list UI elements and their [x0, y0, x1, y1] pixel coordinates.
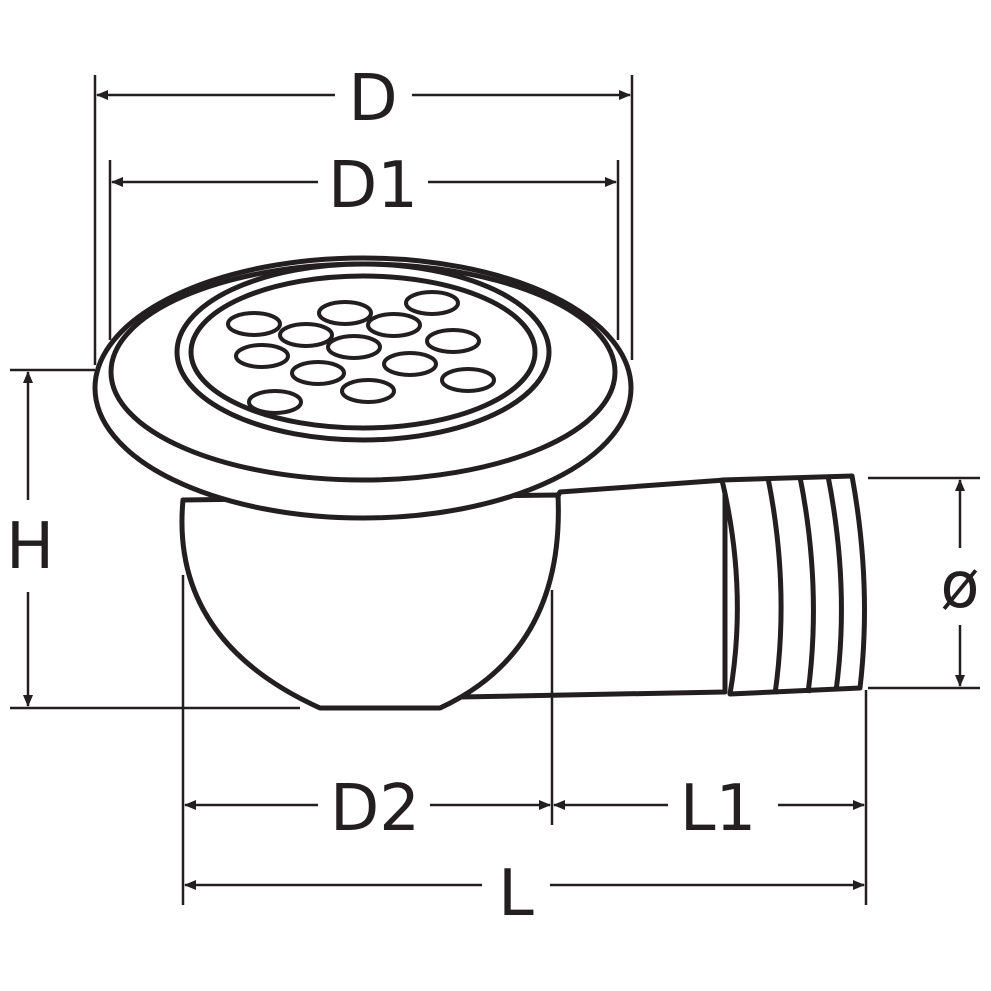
barb-rib-2	[797, 476, 816, 694]
grate-hole	[425, 328, 481, 354]
label-h: H	[6, 510, 54, 584]
label-l: L	[498, 857, 534, 931]
grate-hole	[247, 389, 303, 415]
grate-hole	[382, 351, 438, 377]
label-d2: D2	[330, 772, 420, 846]
grate-hole	[234, 343, 290, 369]
grate-hole	[278, 322, 334, 348]
label-d1: D1	[328, 149, 418, 223]
barb-rib-1	[765, 477, 784, 695]
label-diameter: ø	[940, 549, 979, 623]
grate-holes	[226, 290, 496, 415]
grate-hole	[366, 312, 422, 338]
label-d: D	[348, 62, 397, 136]
grate-hole	[326, 334, 382, 360]
label-l1: L1	[680, 772, 756, 846]
dimension-d: D	[96, 62, 631, 136]
drain-body	[179, 492, 561, 711]
barb-rib-3	[825, 475, 844, 692]
grate-hole	[440, 367, 496, 393]
drain-fitting	[92, 255, 867, 711]
dimension-l: L	[184, 857, 865, 931]
dimension-d2: D2	[184, 772, 551, 846]
dimension-l1: L1	[553, 772, 865, 846]
grate-hole	[226, 311, 282, 337]
extension-lines	[10, 75, 980, 905]
grate-hole	[404, 290, 460, 316]
grate-hole	[340, 378, 396, 404]
dimension-diameter: ø	[940, 479, 980, 687]
grate-hole	[317, 300, 373, 326]
grate-hole	[290, 360, 346, 386]
dimension-d1: D1	[111, 149, 617, 223]
dimension-h: H	[6, 371, 54, 707]
hose-barb	[719, 473, 867, 697]
